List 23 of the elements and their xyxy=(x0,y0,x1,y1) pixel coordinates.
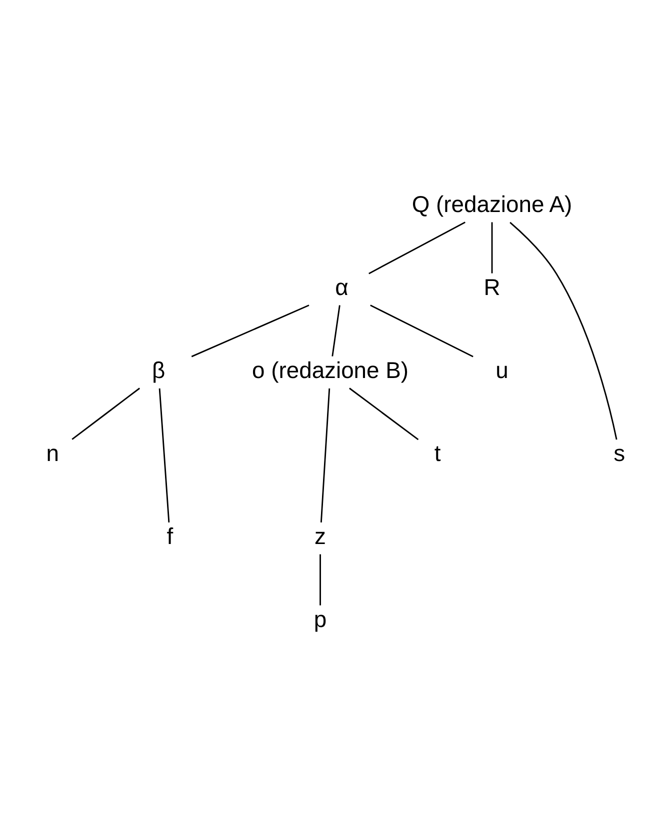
connector xyxy=(320,554,321,606)
connector xyxy=(191,304,310,358)
connector xyxy=(491,222,493,274)
connector xyxy=(510,222,618,440)
connector xyxy=(368,222,466,274)
node-text: α xyxy=(335,274,348,300)
node-text: β xyxy=(152,356,166,383)
connector xyxy=(158,388,170,522)
node-text: p xyxy=(314,606,327,632)
node-text: u xyxy=(496,356,508,383)
connector xyxy=(72,388,140,440)
connector xyxy=(332,305,340,356)
node-text: s xyxy=(614,440,626,466)
connector xyxy=(349,388,419,440)
node-text: n xyxy=(46,440,59,466)
node-text: R xyxy=(484,274,500,300)
node-text: z xyxy=(314,522,326,549)
node-text: f xyxy=(166,522,174,549)
connector xyxy=(320,388,330,522)
connector xyxy=(370,304,474,358)
node-text: o (redazione B) xyxy=(252,356,409,383)
node-text: t xyxy=(434,440,441,466)
node-text: Q (redazione A) xyxy=(412,190,572,217)
